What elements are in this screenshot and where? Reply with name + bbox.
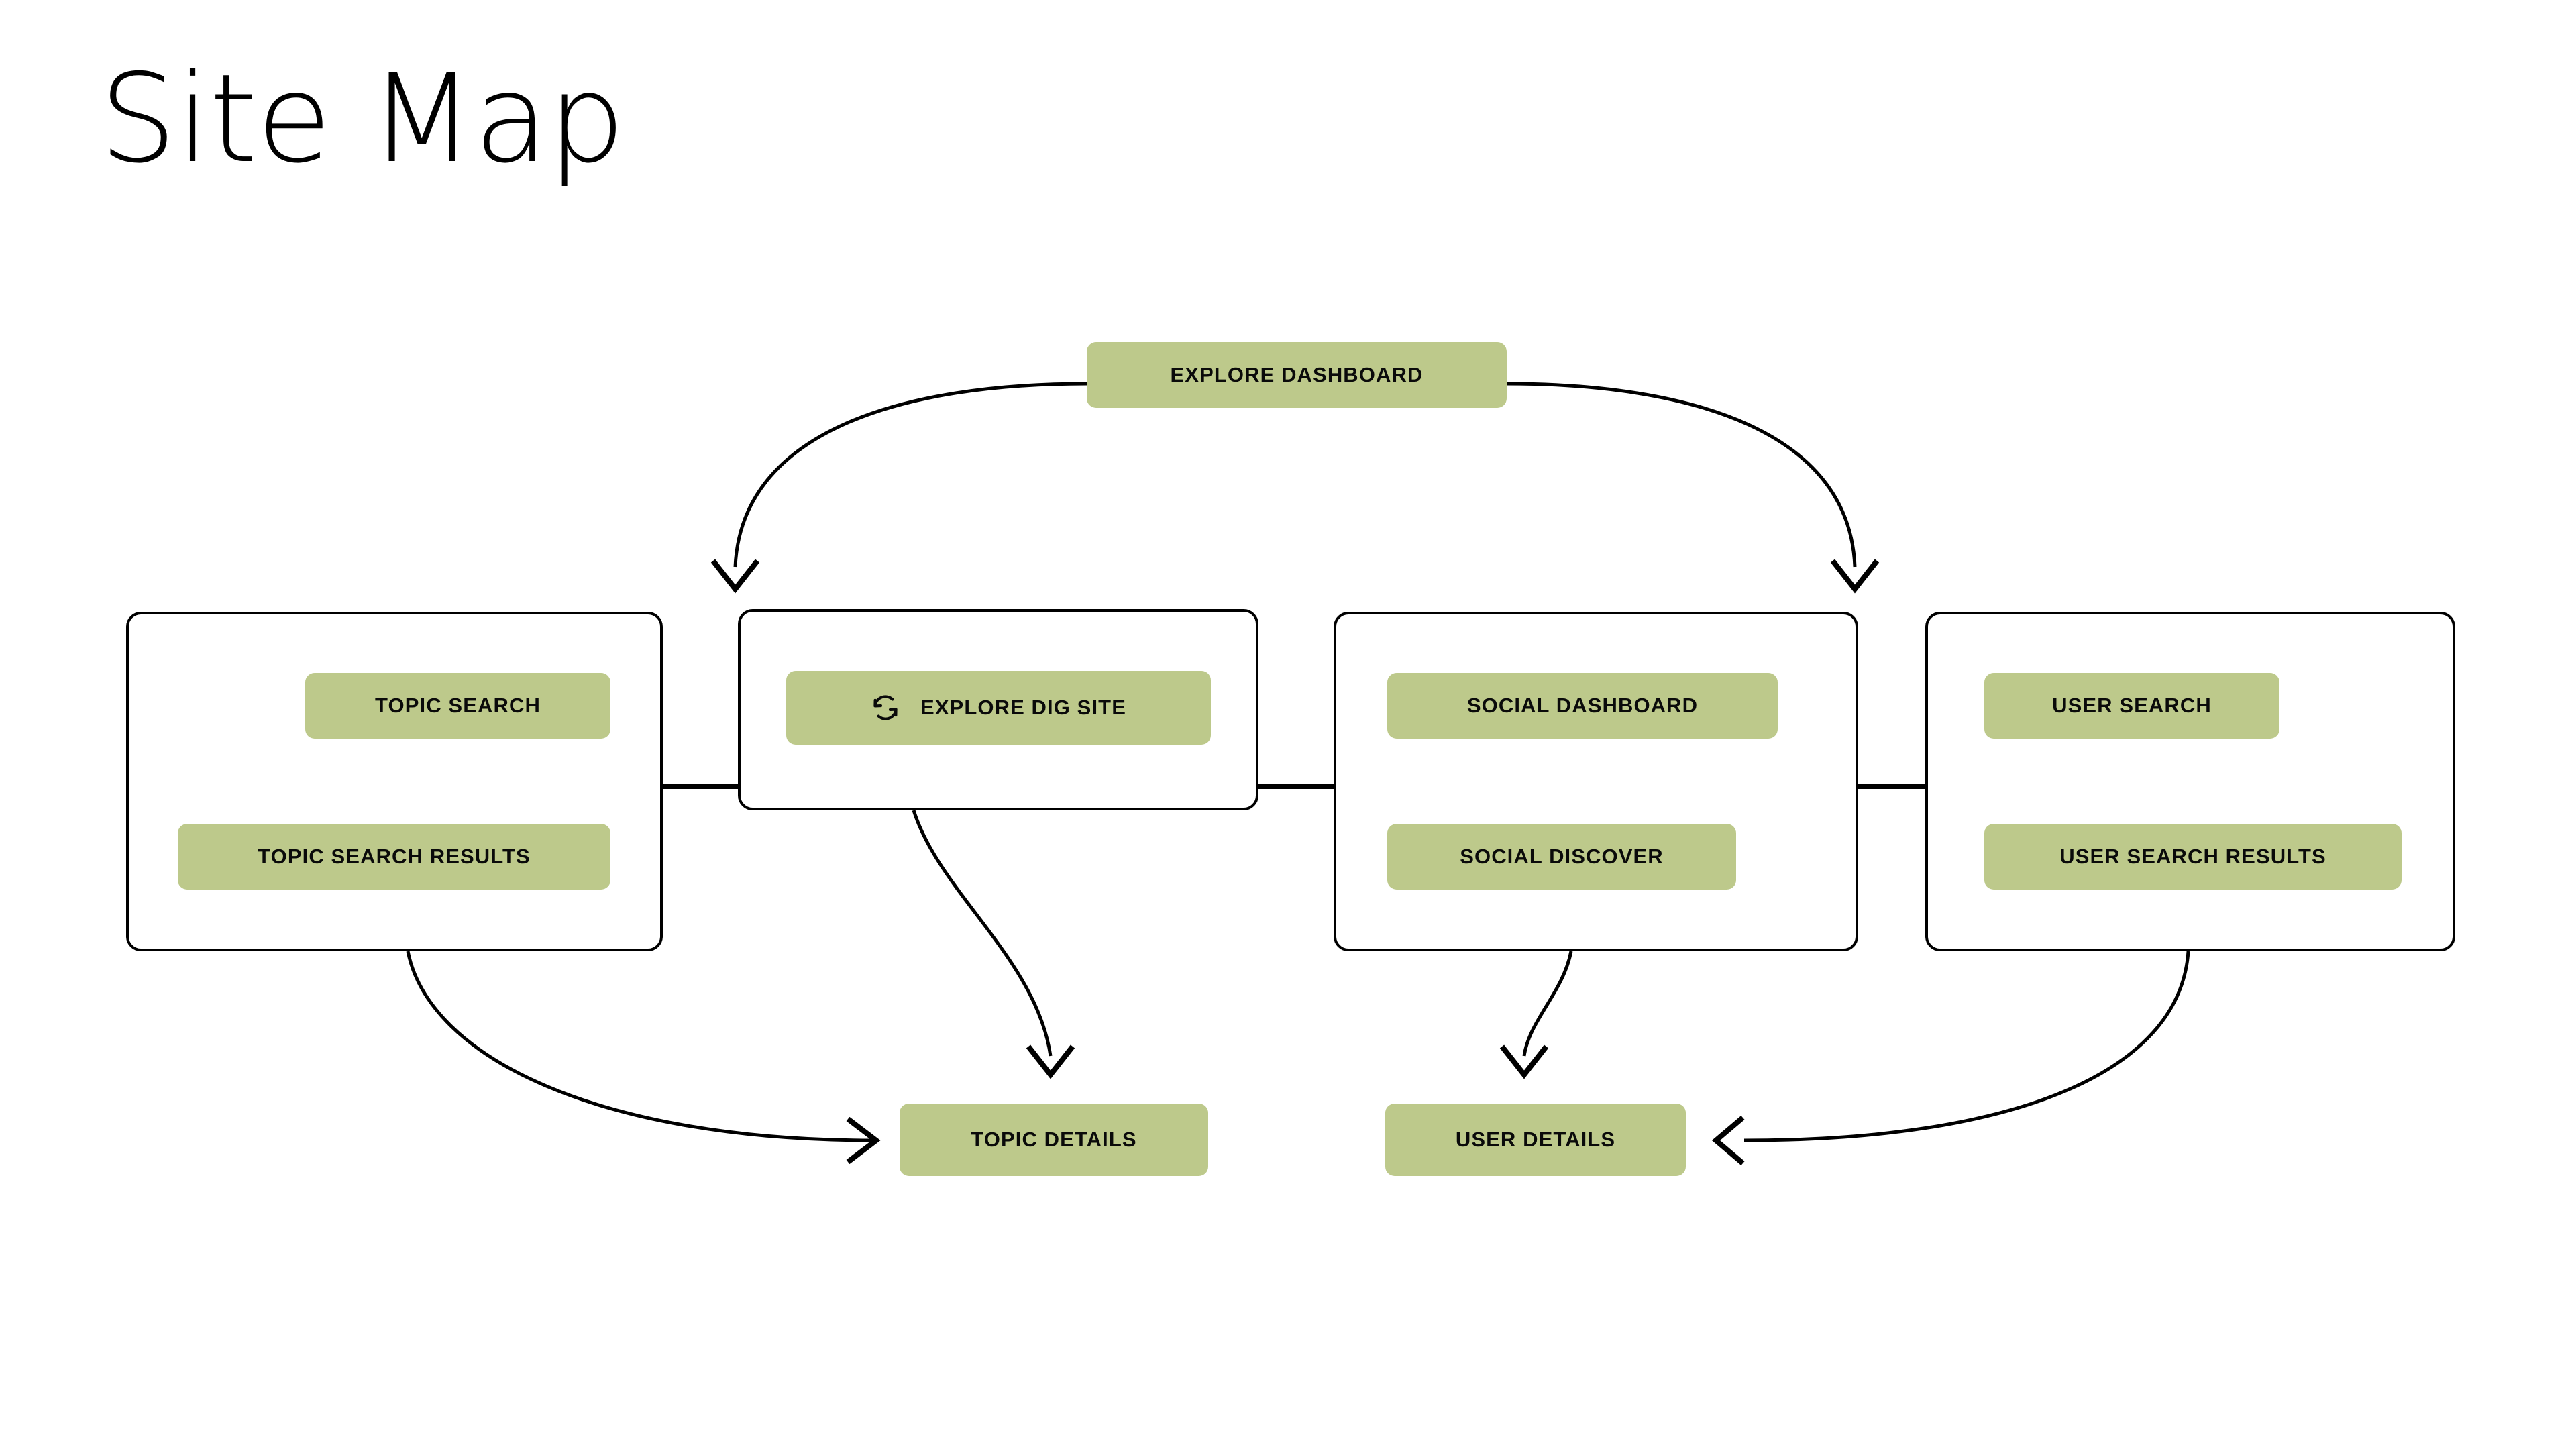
arrowhead-user-to-user-details	[1711, 1115, 1745, 1166]
node-social-discover-label: SOCIAL DISCOVER	[1460, 845, 1664, 868]
edge-explore-to-topic-details	[912, 810, 1053, 1057]
edge-social-to-user-details	[1522, 951, 1573, 1057]
node-explore-dashboard-label: EXPLORE DASHBOARD	[1170, 363, 1424, 386]
node-user-search[interactable]: USER SEARCH	[1984, 673, 2279, 739]
node-user-search-results-label: USER SEARCH RESULTS	[2059, 845, 2326, 868]
node-user-details[interactable]: USER DETAILS	[1385, 1104, 1686, 1176]
node-explore-dig-site-label: EXPLORE DIG SITE	[920, 696, 1126, 719]
arrowhead-explore-to-topic-details	[1026, 1044, 1075, 1079]
group-topic	[126, 612, 663, 951]
node-topic-details-label: TOPIC DETAILS	[971, 1128, 1137, 1151]
node-social-discover[interactable]: SOCIAL DISCOVER	[1387, 824, 1736, 890]
page-title: Site Map	[99, 48, 625, 190]
arrowhead-dashboard-to-user	[1830, 559, 1880, 594]
node-explore-dashboard[interactable]: EXPLORE DASHBOARD	[1087, 342, 1507, 408]
arrowhead-topic-to-topic-details	[846, 1116, 881, 1165]
group-user	[1925, 612, 2455, 951]
node-topic-search-results-label: TOPIC SEARCH RESULTS	[258, 845, 531, 868]
node-explore-dig-site[interactable]: EXPLORE DIG SITE	[786, 671, 1211, 745]
node-social-dashboard-label: SOCIAL DASHBOARD	[1466, 694, 1699, 717]
arrowhead-dashboard-to-explore	[710, 559, 760, 594]
edge-user-to-user-details	[1743, 951, 2190, 1142]
arrowhead-social-to-user-details	[1499, 1044, 1549, 1079]
node-user-details-label: USER DETAILS	[1455, 1128, 1616, 1151]
node-topic-search-label: TOPIC SEARCH	[375, 694, 541, 717]
node-user-search-label: USER SEARCH	[2052, 694, 2212, 717]
node-topic-search-results[interactable]: TOPIC SEARCH RESULTS	[178, 824, 610, 890]
refresh-icon	[873, 695, 898, 720]
node-social-dashboard[interactable]: SOCIAL DASHBOARD	[1387, 673, 1778, 739]
edge-dashboard-to-explore	[733, 382, 1087, 568]
node-user-search-results[interactable]: USER SEARCH RESULTS	[1984, 824, 2402, 890]
group-social	[1334, 612, 1858, 951]
edge-topic-to-topic-details	[406, 951, 874, 1142]
node-topic-search[interactable]: TOPIC SEARCH	[305, 673, 610, 739]
node-topic-details[interactable]: TOPIC DETAILS	[900, 1104, 1208, 1176]
edge-dashboard-to-user	[1505, 382, 1857, 568]
